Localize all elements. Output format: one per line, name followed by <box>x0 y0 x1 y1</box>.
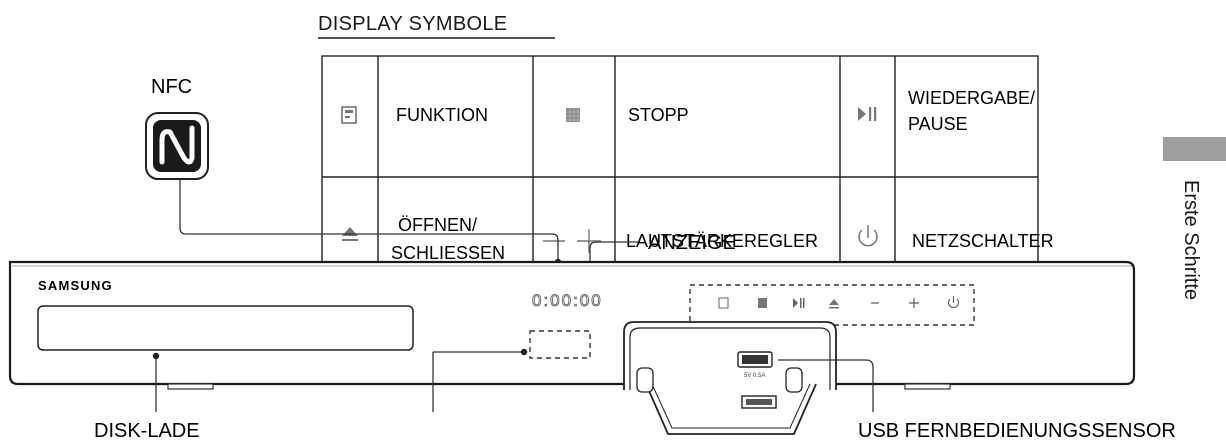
side-tab-label: Erste Schritte <box>1180 180 1202 300</box>
play-pause-icon <box>858 107 877 121</box>
label-wiedergabe: WIEDERGABE/ <box>908 88 1035 108</box>
function-icon <box>341 106 357 124</box>
usb-leader-line <box>778 359 874 412</box>
stop-icon <box>566 108 580 122</box>
label-netzschalter: NETZSCHALTER <box>912 231 1054 251</box>
volume-minus-plus-icon <box>543 229 601 253</box>
panel-volume-plus-button[interactable] <box>909 298 919 308</box>
usb-port-rating: 5V 0.5A <box>744 373 765 379</box>
label-funktion: FUNKTION <box>396 105 488 125</box>
nfc-logo-icon <box>145 112 209 180</box>
panel-play-pause-button[interactable] <box>793 298 805 308</box>
remote-sensor-dot <box>520 348 528 356</box>
label-lautstaerkeregler: LAUTSTÄRKEREGLER <box>626 231 818 251</box>
side-tab-marker <box>1163 137 1226 161</box>
label-schliessen: SCHLIESSEN <box>391 243 505 263</box>
label-oeffnen: ÖFFNEN/ <box>398 215 477 235</box>
label-pause: PAUSE <box>908 114 968 134</box>
display-symbols-title: DISPLAY SYMBOLE <box>318 13 507 35</box>
display-readout: 0:00:00 <box>532 291 603 310</box>
label-stopp: STOPP <box>628 105 689 125</box>
remote-sensor-window <box>529 330 591 359</box>
panel-stop-button[interactable] <box>758 298 767 308</box>
panel-power-button[interactable] <box>947 296 960 309</box>
disc-tray-label: DISK-LADE <box>94 420 200 442</box>
brand-logo: SAMSUNG <box>38 278 113 293</box>
device-body <box>8 260 1136 390</box>
usb-port <box>737 351 773 368</box>
panel-eject-button[interactable] <box>829 299 839 309</box>
usb-cover <box>623 321 837 435</box>
disc-tray-dot <box>152 352 160 360</box>
display-label: ANZEIGE <box>648 232 736 254</box>
nfc-label: NFC <box>151 76 192 98</box>
panel-function-button[interactable] <box>718 297 729 309</box>
usb-remote-sensor-label: USB FERNBEDIENUNGSSENSOR <box>858 420 1176 442</box>
power-icon <box>858 225 878 247</box>
disc-tray-slot <box>37 305 414 351</box>
nfc-leader-line <box>179 179 559 262</box>
display-leader-line <box>589 241 638 286</box>
